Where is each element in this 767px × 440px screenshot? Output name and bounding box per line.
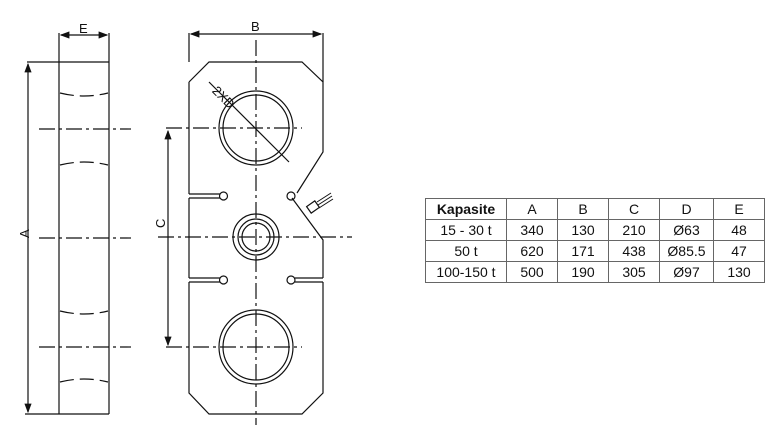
header-d: D xyxy=(659,198,714,220)
cell-capacity: 100-150 t xyxy=(425,261,507,283)
side-view xyxy=(24,31,131,415)
header-kapasite: Kapasite xyxy=(425,198,507,220)
cell-a: 500 xyxy=(506,261,558,283)
cell-c: 210 xyxy=(608,219,660,241)
cable-connector xyxy=(305,192,334,214)
table-row: 100-150 t 500 190 305 Ø97 130 xyxy=(425,261,765,283)
cell-e: 48 xyxy=(713,219,765,241)
header-e: E xyxy=(713,198,765,220)
label-c: C xyxy=(153,219,168,228)
cell-b: 171 xyxy=(557,240,609,262)
cell-c: 305 xyxy=(608,261,660,283)
table-row: 50 t 620 171 438 Ø85.5 47 xyxy=(425,240,765,262)
diameter-leader xyxy=(208,81,290,163)
cell-b: 130 xyxy=(557,219,609,241)
header-c: C xyxy=(608,198,660,220)
label-a: A xyxy=(17,229,32,238)
table-header-row: Kapasite A B C D E xyxy=(425,198,765,220)
label-b: B xyxy=(251,19,260,34)
cell-capacity: 50 t xyxy=(425,240,507,262)
cell-d: Ø63 xyxy=(659,219,714,241)
front-view xyxy=(158,30,352,425)
header-a: A xyxy=(506,198,558,220)
cell-e: 47 xyxy=(713,240,765,262)
cell-d: Ø97 xyxy=(659,261,714,283)
header-b: B xyxy=(557,198,609,220)
cell-a: 620 xyxy=(506,240,558,262)
cell-c: 438 xyxy=(608,240,660,262)
capacity-table: Kapasite A B C D E 15 - 30 t 340 130 210… xyxy=(425,198,765,283)
cell-capacity: 15 - 30 t xyxy=(425,219,507,241)
table-row: 15 - 30 t 340 130 210 Ø63 48 xyxy=(425,219,765,241)
cell-e: 130 xyxy=(713,261,765,283)
cell-a: 340 xyxy=(506,219,558,241)
cell-d: Ø85.5 xyxy=(659,240,714,262)
label-e: E xyxy=(79,21,88,36)
cell-b: 190 xyxy=(557,261,609,283)
